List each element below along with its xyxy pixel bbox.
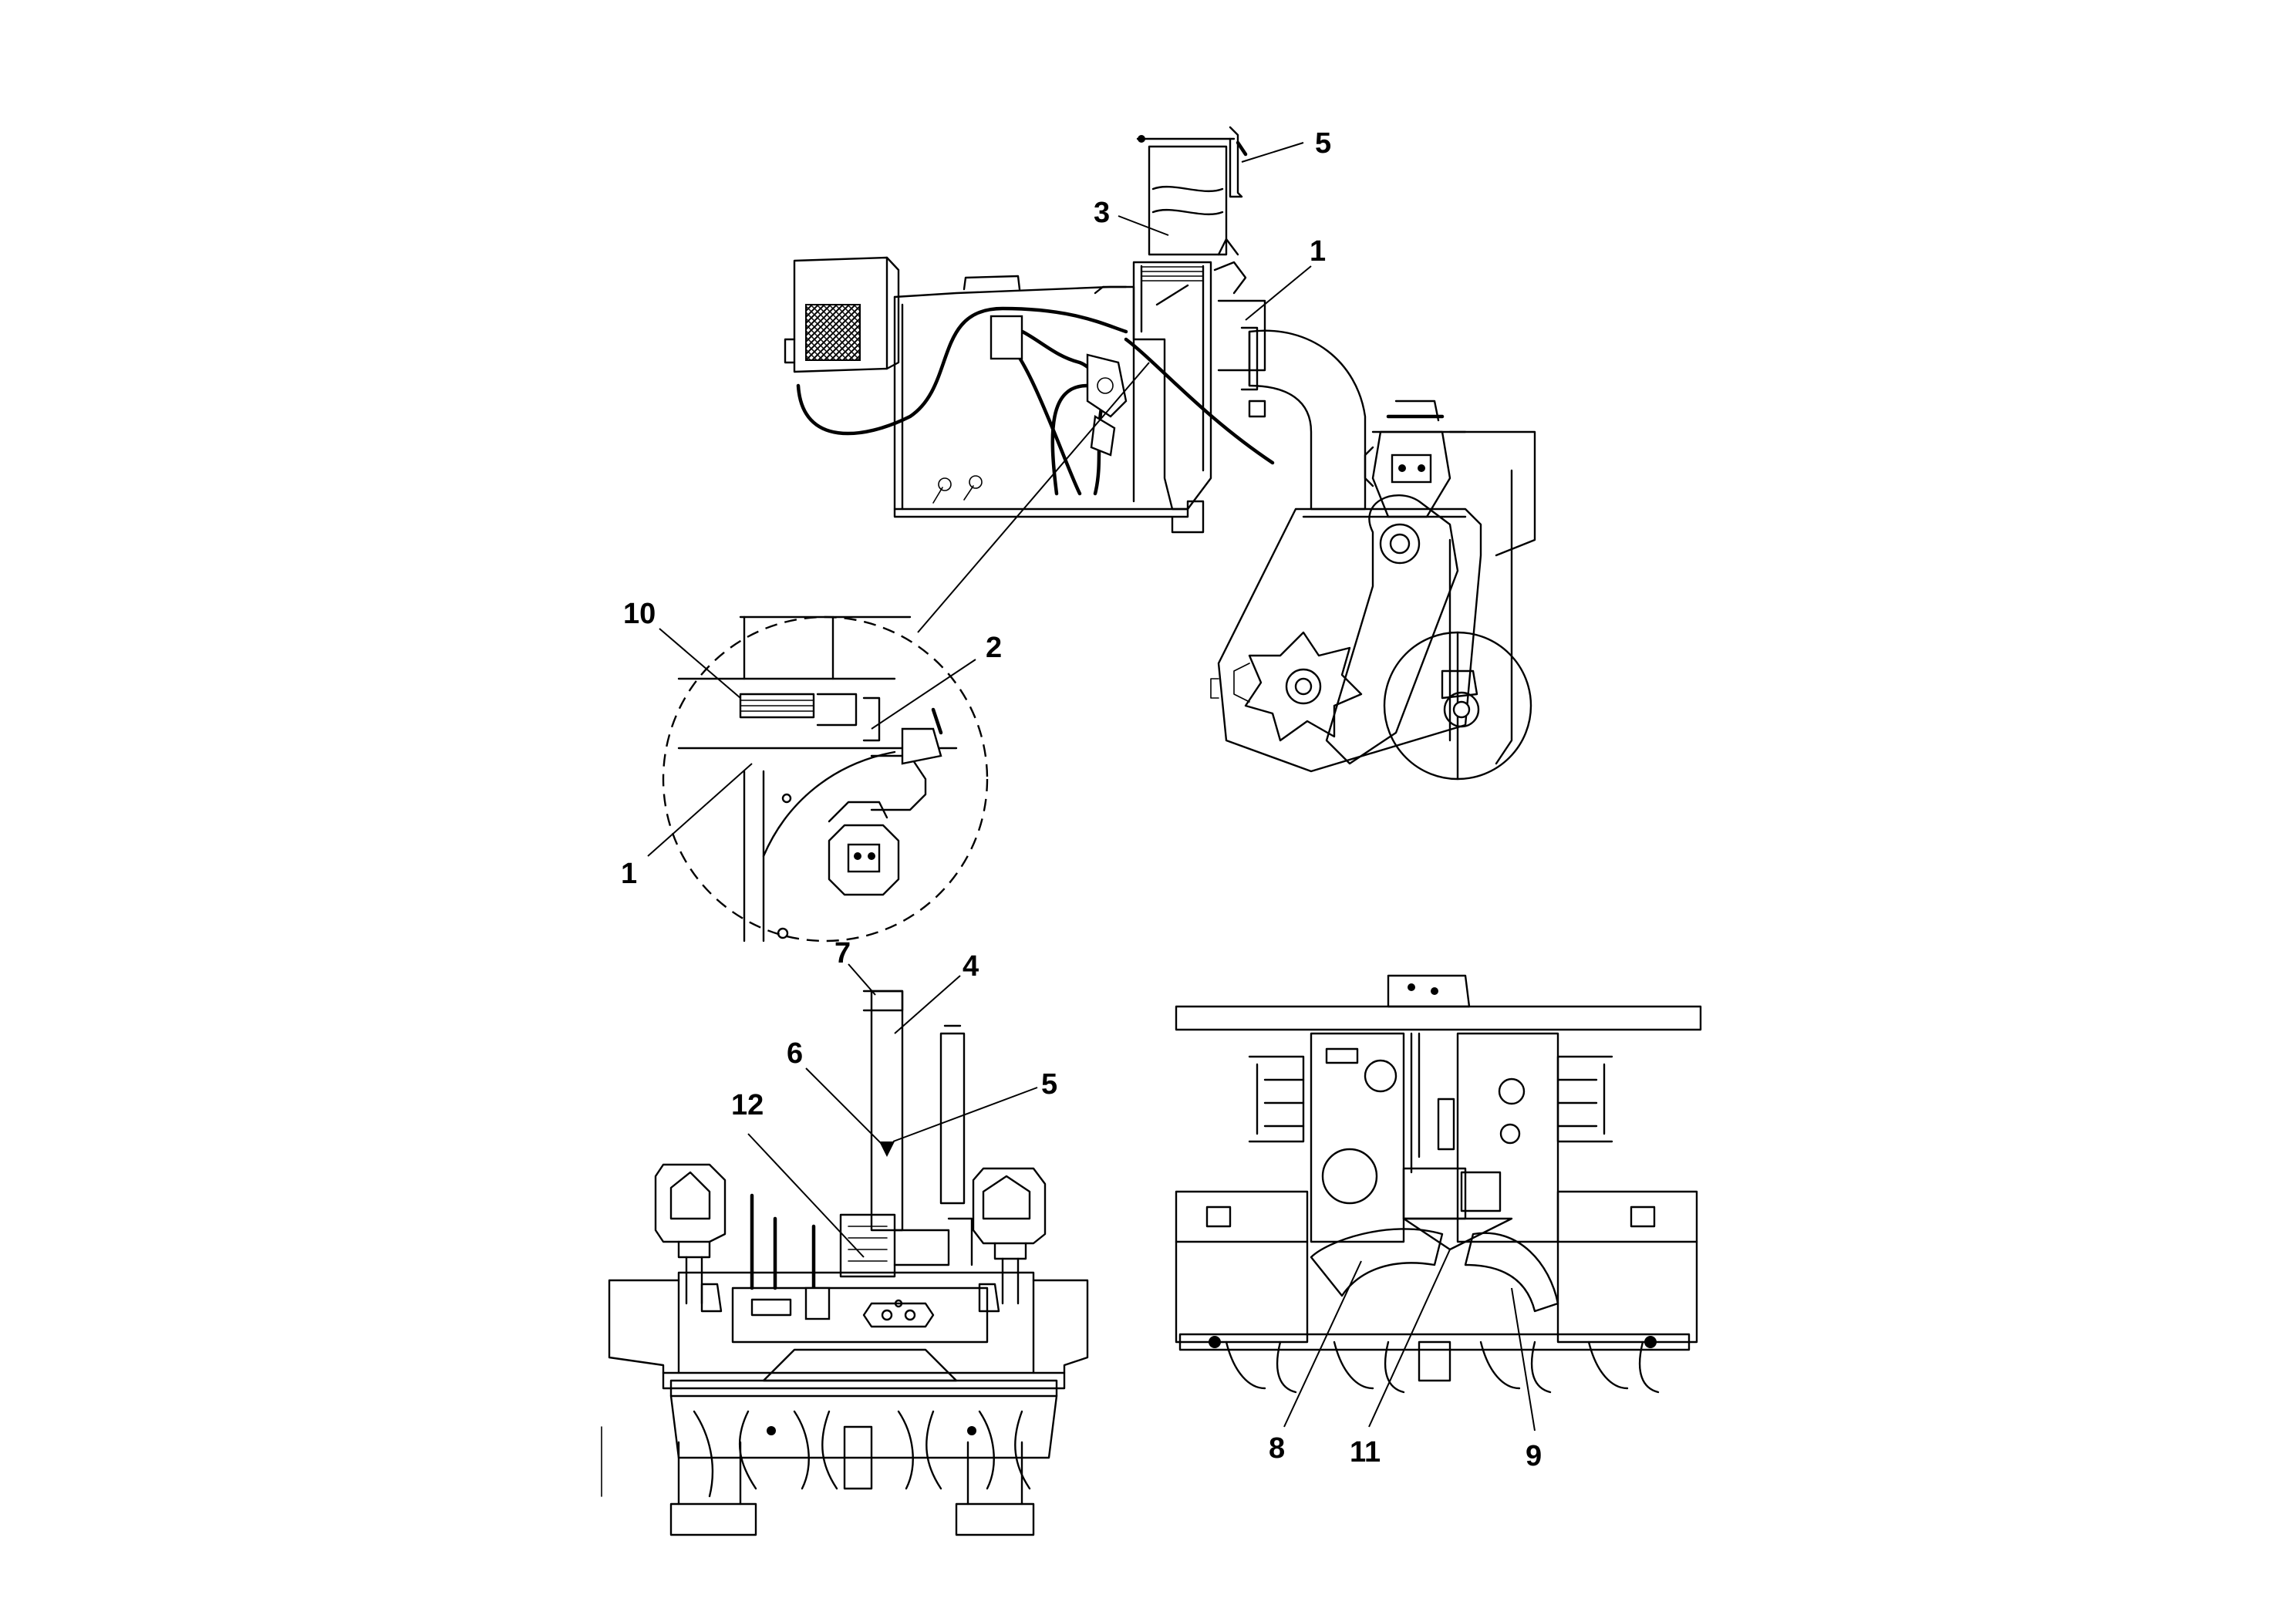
callout-detail-10: 10 xyxy=(623,598,656,630)
rear-rotor xyxy=(601,1394,1058,1536)
callout-rear-5: 5 xyxy=(1041,1068,1057,1101)
left-light xyxy=(654,1163,727,1305)
callout-top-1: 1 xyxy=(1310,235,1326,268)
extension-pipe xyxy=(1136,126,1248,256)
callouts: 5 3 1 10 2 1 7 4 6 5 12 8 11 9 xyxy=(621,127,1542,1472)
tank-box xyxy=(784,256,900,373)
callout-top-3: 3 xyxy=(1094,197,1110,229)
callout-underside-8: 8 xyxy=(1269,1432,1285,1465)
right-light xyxy=(972,1167,1047,1305)
callout-detail-1: 1 xyxy=(621,858,637,890)
callout-rear-4: 4 xyxy=(963,950,979,983)
side-view xyxy=(784,126,1536,781)
leader-lines xyxy=(647,142,1536,1431)
callout-detail-2: 2 xyxy=(986,632,1002,664)
drive-arm xyxy=(1325,494,1459,765)
valve-block xyxy=(1086,353,1128,457)
elbow-pipe xyxy=(1240,326,1367,511)
chute-column xyxy=(1132,238,1266,511)
hydraulic-motor xyxy=(1364,400,1451,518)
detail-view xyxy=(662,362,1150,943)
hoses xyxy=(796,306,1275,496)
frame-body xyxy=(893,275,1205,534)
callout-top-5: 5 xyxy=(1315,127,1331,160)
rear-view xyxy=(601,990,1089,1536)
callout-rear-6: 6 xyxy=(787,1037,803,1070)
callout-rear-7: 7 xyxy=(834,937,851,969)
tiller-housing xyxy=(1210,430,1536,773)
callout-rear-12: 12 xyxy=(731,1089,764,1121)
underside-view xyxy=(1175,974,1702,1394)
callout-underside-9: 9 xyxy=(1526,1440,1542,1472)
callout-underside-11: 11 xyxy=(1350,1436,1381,1469)
wheel xyxy=(1383,631,1532,781)
